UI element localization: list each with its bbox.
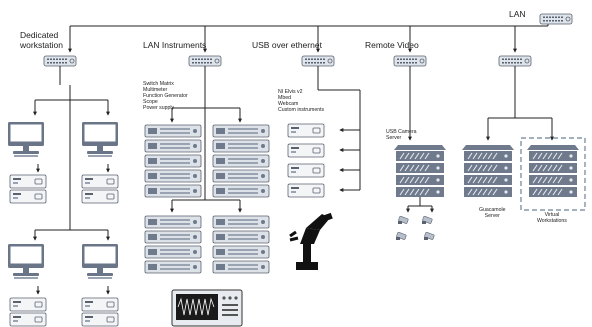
switch-icon <box>498 55 532 67</box>
robot-arm-icon <box>282 212 340 277</box>
list-item: Mbed <box>278 95 291 101</box>
list-item: Scope <box>143 99 158 105</box>
list-item: Custom instruments <box>278 107 325 113</box>
guacamole-links <box>486 66 554 141</box>
label-guacamole-2: Server <box>484 213 500 219</box>
switch-icon <box>539 13 573 25</box>
lan-instruments-links <box>170 66 242 213</box>
instrument-rack-icon <box>212 124 270 198</box>
computer-icon <box>8 244 44 279</box>
label-virtual-1: Virtual <box>544 212 560 218</box>
list-item: Multimeter <box>143 87 168 93</box>
server-icon <box>462 145 514 198</box>
lan-instrument-list: Switch Matrix Multimeter Function Genera… <box>143 81 188 111</box>
label-dedicated-2: workstation <box>20 40 63 50</box>
computer-icon <box>82 122 118 157</box>
label-dedicated-1: Dedicated <box>20 30 59 40</box>
list-item: Switch Matrix <box>143 81 174 87</box>
label-virtual-2: Workstations <box>537 218 567 224</box>
computer-icon <box>82 244 118 279</box>
instrument-rack-icon <box>212 215 270 274</box>
list-item: NI Elvis v2 <box>278 89 303 95</box>
video-links <box>406 66 434 213</box>
switch-icon <box>393 55 427 67</box>
label-usb-camera-2: Server <box>386 135 402 141</box>
instrument-rack-icon <box>144 124 202 198</box>
oscilloscope-icon <box>171 289 243 327</box>
switch-icon <box>301 55 335 67</box>
label-usb-camera-1: USB Camera <box>386 129 417 135</box>
usb-box-icon <box>287 123 325 198</box>
usb-box-icon <box>81 174 119 204</box>
label-usb-camera-server: USB Camera Server <box>386 129 417 141</box>
camera-icon <box>395 215 435 241</box>
label-guacamole-server: Guacamole Server <box>479 207 506 219</box>
switch-icon <box>43 55 77 67</box>
server-icon <box>394 145 446 198</box>
usb-box-icon <box>9 297 47 327</box>
label-lan-instruments: LAN Instruments <box>143 40 207 50</box>
lan-backbone <box>68 20 549 53</box>
label-remote-video: Remote Video <box>365 40 419 50</box>
label-virtual-workstations: Virtual Workstations <box>537 212 567 224</box>
list-item: Power supply <box>143 105 175 111</box>
list-item: Webcam <box>278 101 299 107</box>
computer-icon <box>8 122 44 157</box>
label-guacamole-1: Guacamole <box>479 207 506 213</box>
usb-box-icon <box>9 174 47 204</box>
virtual-workstations-group <box>520 137 586 211</box>
label-lan: LAN <box>509 9 526 19</box>
list-item: Function Generator <box>143 93 188 99</box>
dedicated-links <box>33 66 110 295</box>
usb-device-list: NI Elvis v2 Mbed Webcam Custom instrumen… <box>278 89 324 113</box>
usb-links <box>317 66 361 192</box>
label-usb-over-ethernet: USB over ethernet <box>252 40 322 50</box>
switch-icon <box>188 55 222 67</box>
instrument-rack-icon <box>144 215 202 274</box>
usb-box-icon <box>81 297 119 327</box>
